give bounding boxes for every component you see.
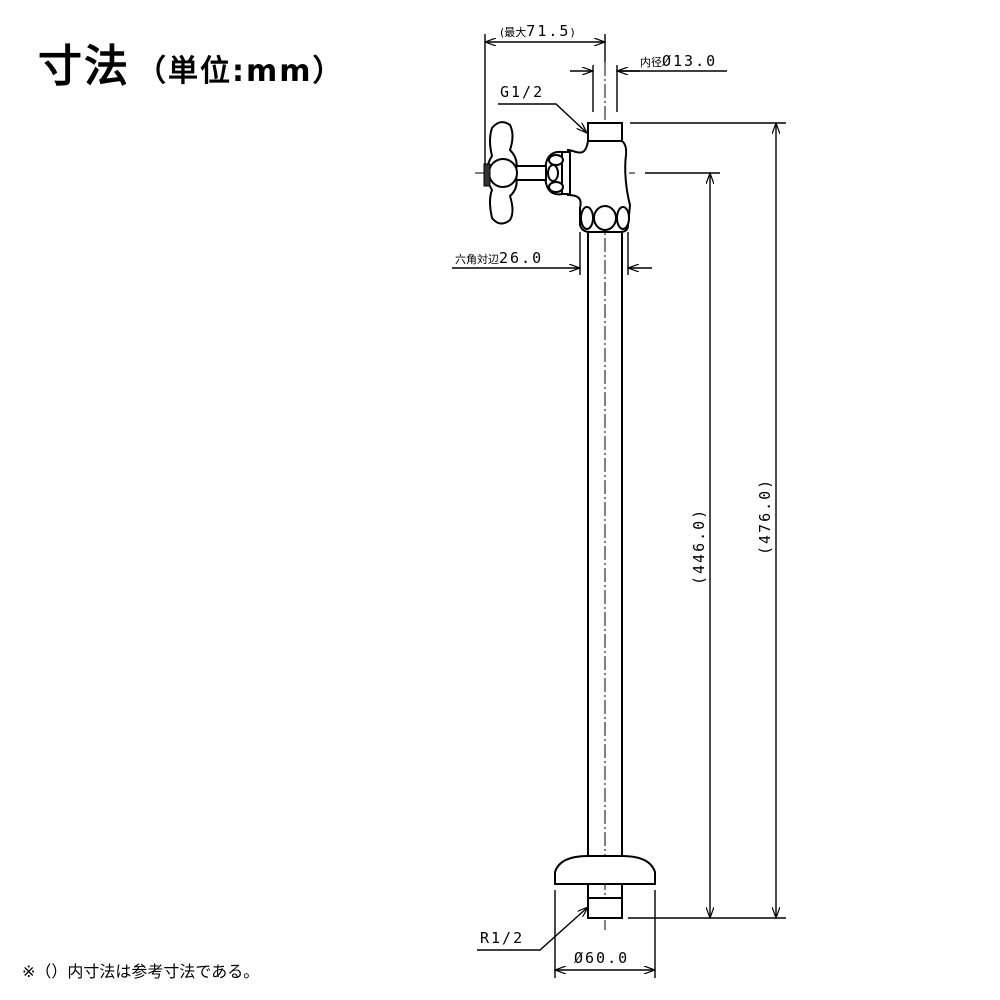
title-text: 寸法 [38,41,130,92]
wall-flange [554,855,656,919]
top-thread [587,122,623,142]
dim-flange-dia-label: Ø60.0 [574,949,629,967]
bottom-thread [587,897,623,919]
dim-inner-dia-label: 内径Ø13.0 [640,52,717,70]
bottom-thread-label: R1/2 [480,929,524,947]
top-thread-label: G1/2 [500,83,544,101]
handle-knurl [483,163,491,187]
dim-hex-label: 六角対辺26.0 [455,249,543,267]
riser-pipe [587,232,623,858]
unit-label: （単位:mm） [136,54,345,89]
dim-max-width-label: (最大71.5) [500,22,575,40]
reference-note: ※（）内寸法は参考寸法である。 [22,962,260,981]
bottom-thread-leader [477,907,588,951]
page-title: 寸法（単位:mm） [38,30,345,94]
valve-body [543,122,632,233]
dim-height-handle-label: (446.0) [690,508,708,585]
top-thread-leader [498,103,587,133]
cross-handle [483,121,547,225]
dim-height-total-label: (476.0) [756,478,774,555]
